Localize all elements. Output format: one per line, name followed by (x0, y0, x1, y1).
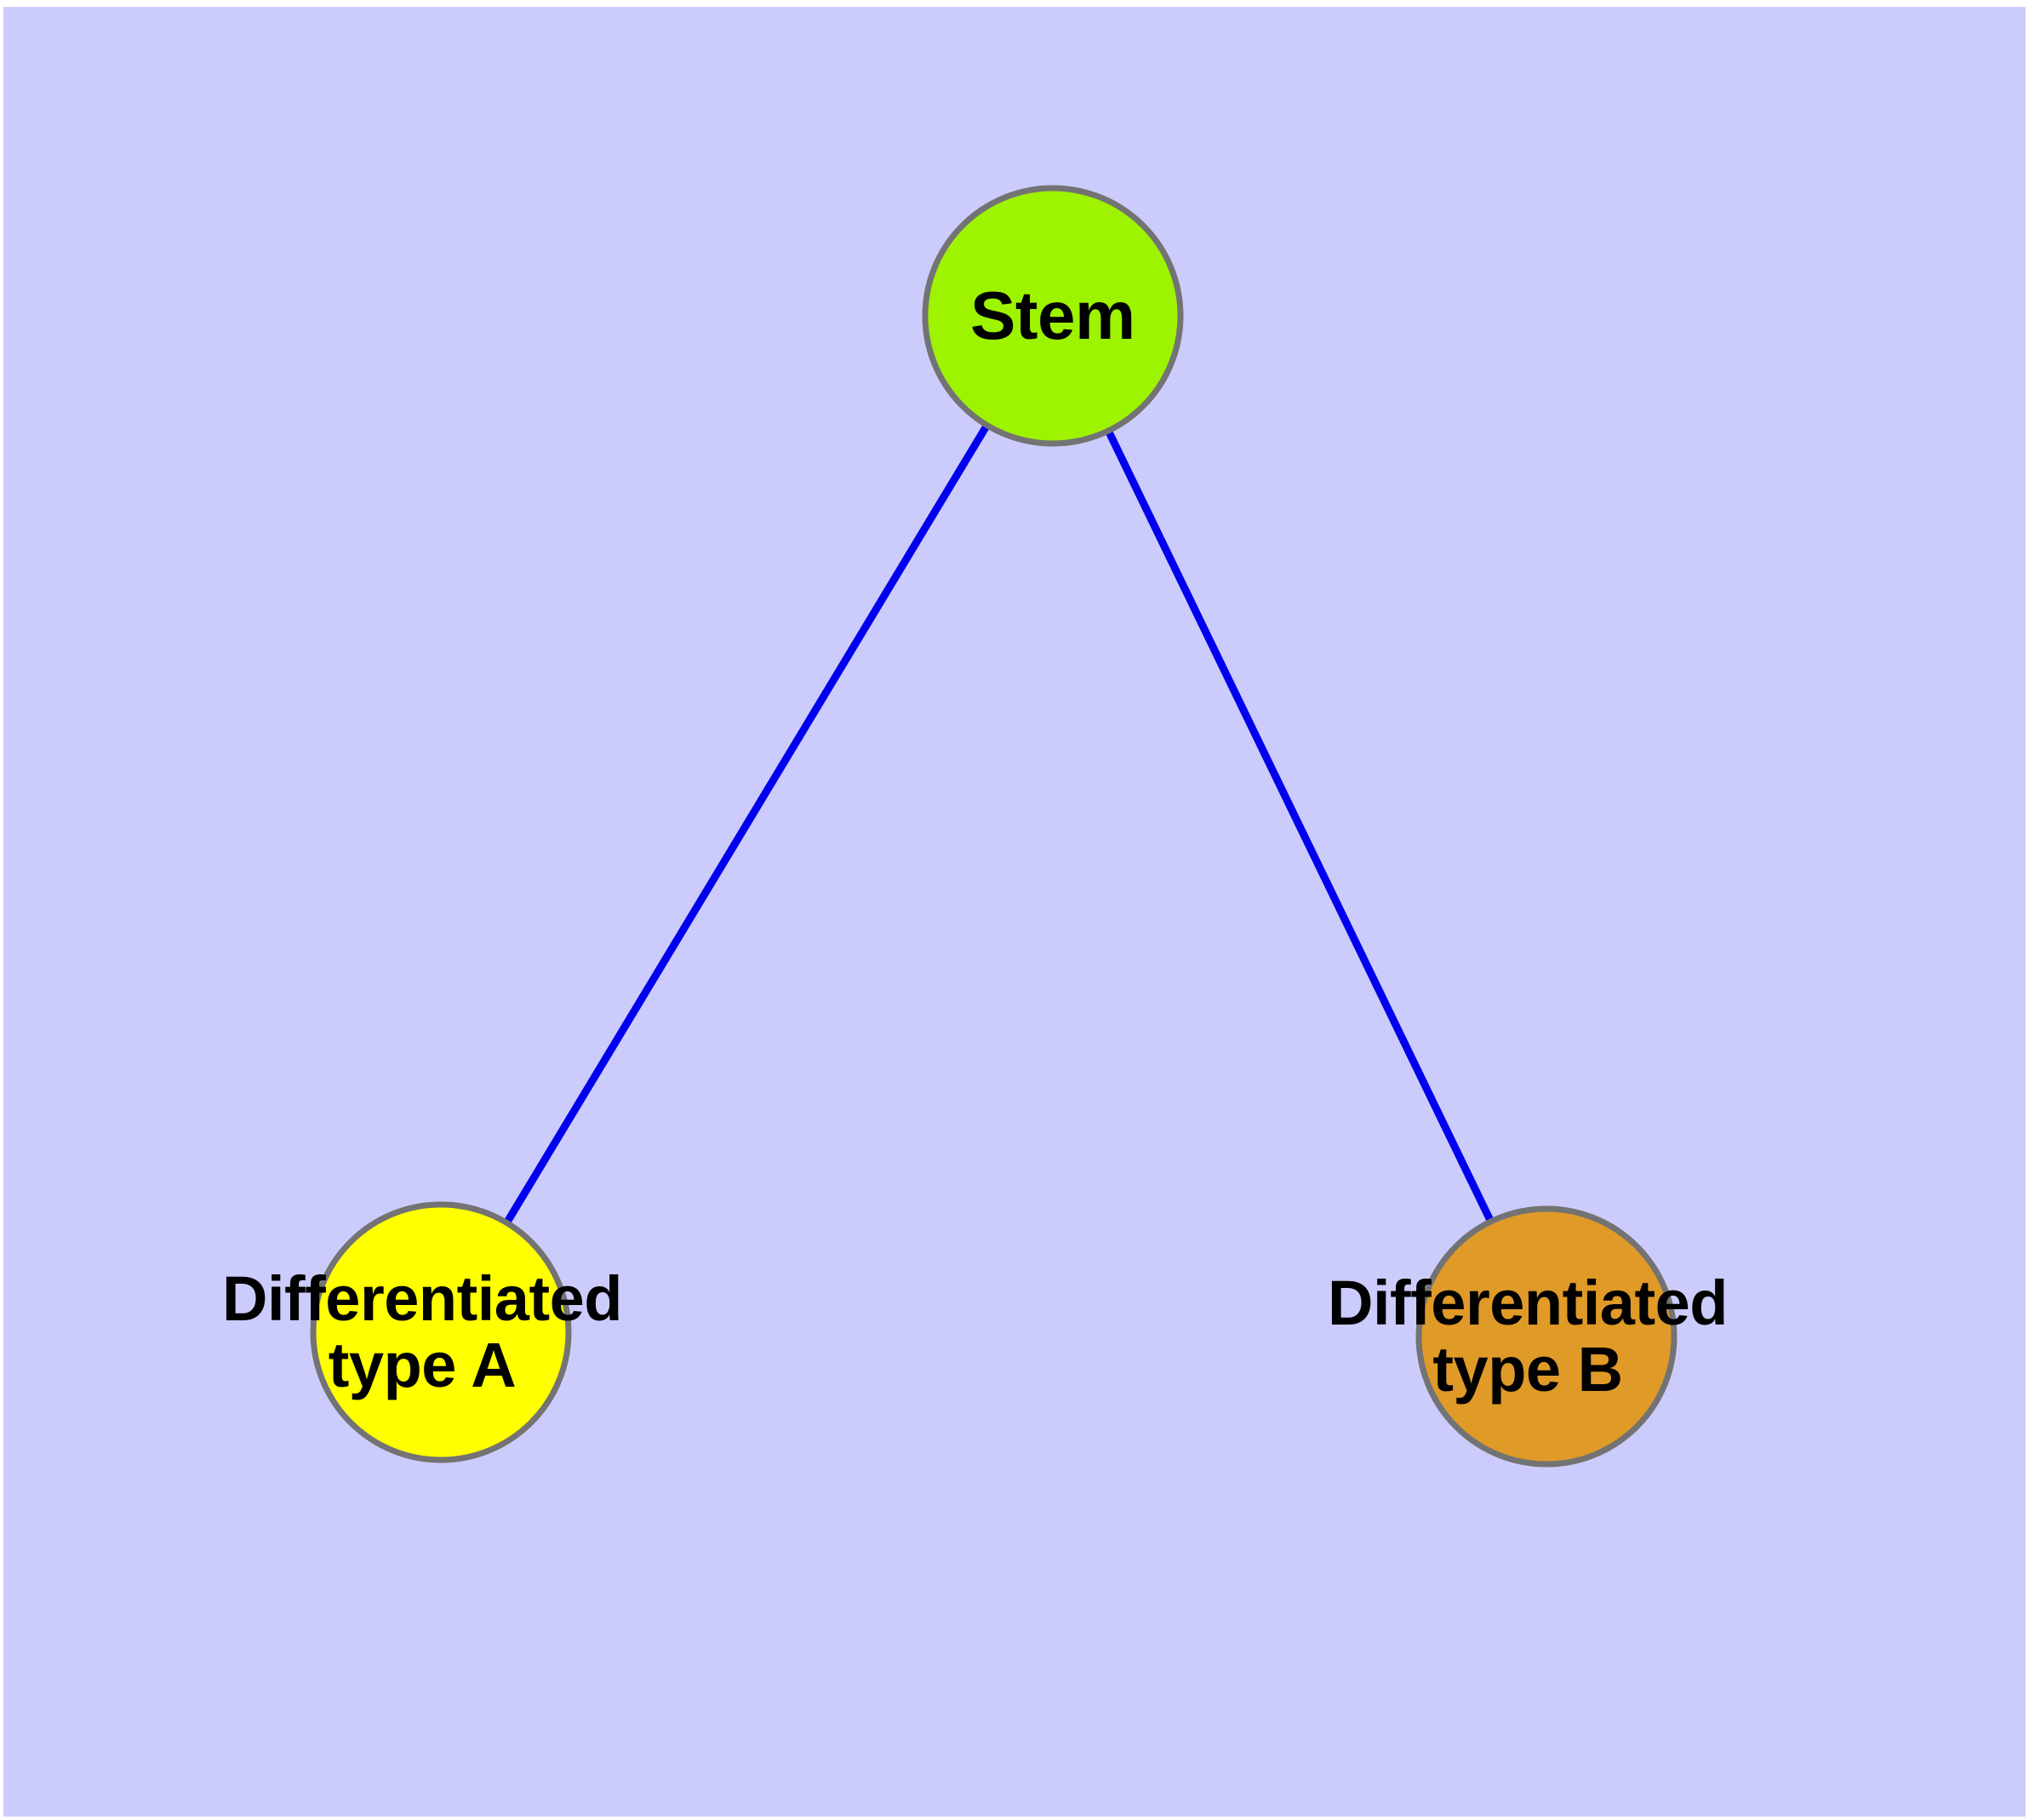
node-stem[interactable] (922, 185, 1184, 447)
edge-stem-diff-b (1103, 426, 1496, 1227)
node-diff_a[interactable] (310, 1201, 572, 1463)
edges-layer (501, 420, 1496, 1228)
edge-stem-diff-a (501, 420, 992, 1228)
node-diff_b[interactable] (1415, 1205, 1677, 1468)
nodes-layer (310, 185, 1677, 1468)
